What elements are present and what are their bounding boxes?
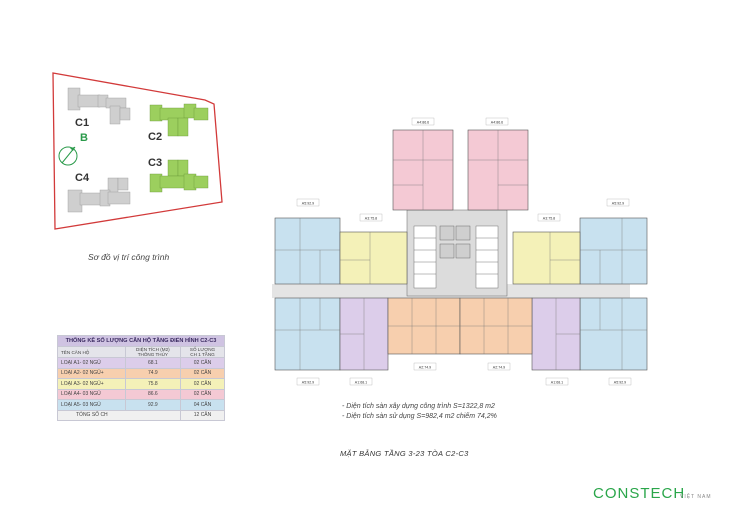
- unit-tag-a1-right: A1:68.1: [545, 377, 569, 386]
- unit-a5-top-right: [579, 217, 648, 285]
- svg-text:A2:74.9: A2:74.9: [419, 366, 431, 370]
- block-c3-shape: [149, 159, 209, 193]
- unit-a5-bottom-left: [274, 297, 341, 371]
- compass-north-label: B: [80, 132, 88, 144]
- svg-text:A1:68.1: A1:68.1: [355, 381, 367, 385]
- svg-text:A1:68.1: A1:68.1: [551, 381, 563, 385]
- svg-text:A4:86.6: A4:86.6: [491, 121, 503, 125]
- svg-text:A5:92.9: A5:92.9: [612, 202, 624, 206]
- block-c4-shape: [67, 177, 131, 213]
- header-area: DIỆN TÍCH (M2)THÔNG THỦY: [124, 346, 182, 358]
- block-c1-shape: [67, 87, 131, 125]
- unit-tag-a1-left: A1:68.1: [349, 377, 373, 386]
- svg-text:A5:92.9: A5:92.9: [302, 381, 314, 385]
- site-boundary: [52, 72, 223, 230]
- svg-text:A5:92.9: A5:92.9: [614, 381, 626, 385]
- svg-text:A3:75.8: A3:75.8: [543, 217, 555, 221]
- unit-tag-a2-right: A2:74.9: [487, 362, 511, 371]
- unit-tag-a3-right: A3:75.8: [537, 213, 561, 222]
- elevator-shafts: [439, 225, 471, 259]
- note-construction-area: - Diện tích sàn xây dựng công trình S=13…: [342, 403, 495, 410]
- plan-title: MẶT BẰNG TẦNG 3-23 TÒA C2-C3: [340, 449, 469, 458]
- unit-tag-a3-left: A3:75.8: [359, 213, 383, 222]
- block-c2-shape: [149, 103, 209, 137]
- label-c1: C1: [75, 117, 90, 129]
- unit-a3-left: [339, 231, 408, 285]
- unit-a5-bottom-right: [579, 297, 648, 371]
- label-c2: C2: [148, 131, 163, 143]
- stair-right: [475, 225, 499, 289]
- unit-tag-a4-right: A4:86.6: [485, 117, 509, 126]
- brand-logo: CONSTECH: [593, 485, 686, 502]
- stair-left: [413, 225, 437, 289]
- unit-tag-a5-top-left: A5:92.9: [296, 198, 320, 207]
- core-corridor-left: [272, 284, 332, 298]
- svg-text:A2:74.9: A2:74.9: [493, 366, 505, 370]
- svg-text:A5:92.9: A5:92.9: [302, 202, 314, 206]
- label-c3: C3: [148, 157, 163, 169]
- interior-walls: [275, 130, 647, 370]
- compass-icon: [58, 146, 78, 166]
- header-name: TÊN CĂN HỘ: [57, 346, 126, 358]
- note-usable-area: - Diện tích sàn sử dụng S=982,4 m2 chiếm…: [342, 413, 497, 420]
- unit-tag-a2-left: A2:74.9: [413, 362, 437, 371]
- unit-tag-a4-left: A4:86.6: [411, 117, 435, 126]
- label-c4: C4: [75, 172, 90, 184]
- unit-tag-a5-top-right: A5:92.9: [606, 198, 630, 207]
- apartment-stats-table: THỐNG KÊ SỐ LƯỢNG CĂN HỘ TẦNG ĐIỂN HÌNH …: [56, 335, 225, 421]
- svg-text:A3:75.8: A3:75.8: [365, 217, 377, 221]
- brand-sub: VIỆT NAM: [680, 494, 712, 500]
- site-caption: Sơ đồ vị trí công trình: [88, 252, 170, 262]
- unit-tag-a5-bottom-left: A5:92.9: [296, 377, 320, 386]
- unit-tag-a5-bottom-right: A5:92.9: [608, 377, 632, 386]
- svg-text:A4:86.6: A4:86.6: [417, 121, 429, 125]
- unit-a3-right: [512, 231, 581, 285]
- unit-a5-top-left: [274, 217, 341, 285]
